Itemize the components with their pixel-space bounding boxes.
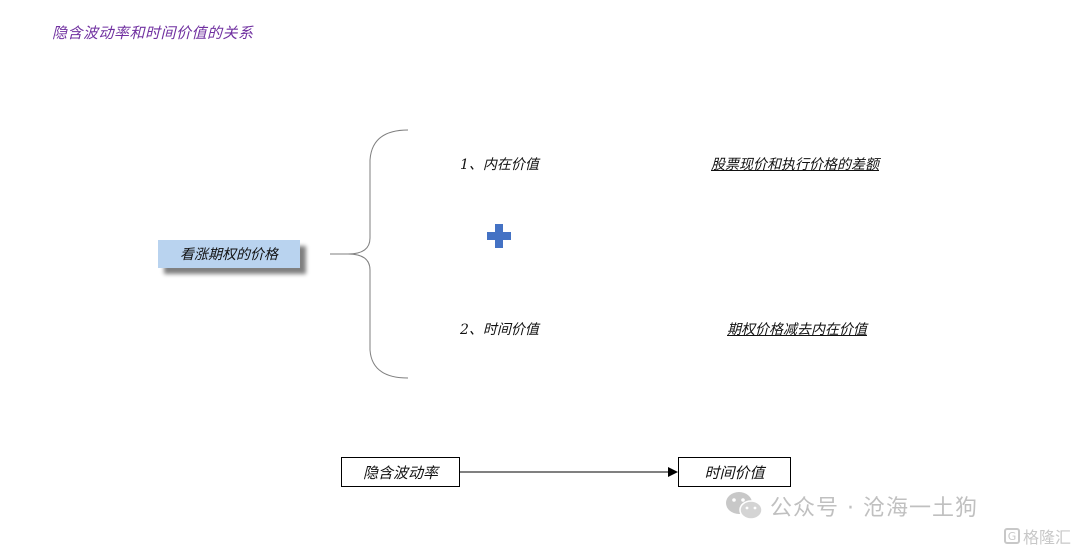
flow-source-implied-volatility: 隐含波动率 — [341, 457, 460, 487]
wechat-icon — [726, 492, 763, 520]
watermark: 公众号 · 沧海一土狗 — [724, 490, 978, 522]
component-intrinsic-value: 1、内在价值 — [460, 157, 539, 173]
component-intrinsic-value-description: 股票现价和执行价格的差额 — [711, 157, 879, 173]
plus-icon — [487, 224, 511, 248]
corner-logo: G 格隆汇 — [1004, 524, 1071, 548]
flow-target-time-value: 时间价值 — [678, 457, 791, 487]
component-time-value: 2、时间价值 — [460, 322, 539, 338]
component-time-value-description: 期权价格减去内在价值 — [727, 322, 867, 338]
logo-badge: G — [1004, 528, 1020, 544]
page-title: 隐含波动率和时间价值的关系 — [52, 24, 254, 42]
logo-text: 格隆汇 — [1023, 528, 1072, 547]
watermark-text: 公众号 · 沧海一土狗 — [770, 496, 978, 521]
root-node-call-option-price: 看涨期权的价格 — [158, 240, 300, 268]
